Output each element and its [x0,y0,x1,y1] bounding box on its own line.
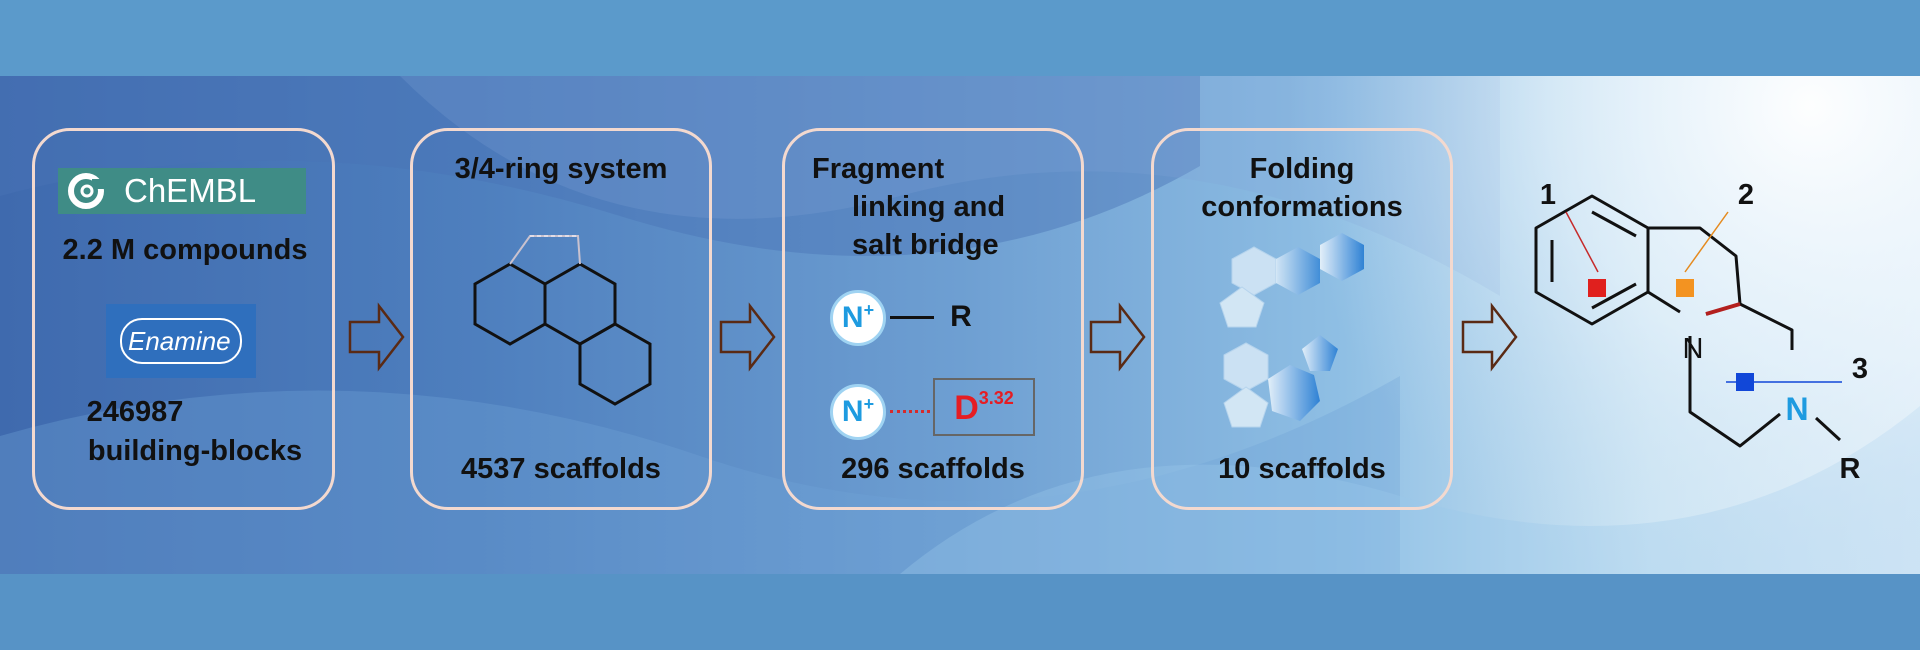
n-plus-sign: + [863,394,875,414]
step4-count: 10 scaffolds [1218,453,1386,485]
arrow-4-icon [1461,302,1518,372]
arrow-1-icon [348,302,405,372]
n-plus-badge-bottom: N+ [830,384,886,440]
aspartate-label: D [954,389,979,427]
bottom-band [0,574,1920,650]
site-marker-3 [1736,373,1754,391]
aspartate-box: D3.32 [933,378,1035,436]
step3-count: 296 scaffolds [841,453,1025,485]
r-group-label: R [950,300,972,333]
step2-panel [410,128,712,510]
blocks-count: 246987 [86,396,184,428]
n-plus-sign: + [863,300,875,320]
scaffold-structure [1534,194,1842,448]
blocks-label: building-blocks [87,435,303,467]
site-label-3: 3 [1851,353,1869,385]
step2-title: 3/4-ring system [454,153,668,185]
aspartate-superscript: 3.32 [978,388,1014,408]
site-marker-1 [1588,279,1606,297]
n-plus-label: N [841,395,864,428]
site-label-1: 1 [1539,179,1557,211]
site-marker-2 [1676,279,1694,297]
step3-title-line1: Fragment [812,153,945,185]
arrow-3-icon [1089,302,1146,372]
salt-bridge-line [890,410,930,413]
chembl-logo: ChEMBL [58,168,306,214]
folding-conformation-icons [1219,233,1364,428]
ring-system-diagram [473,235,652,406]
structure-r-group: R [1839,453,1861,485]
step4-panel [1151,128,1453,510]
step2-count: 4537 scaffolds [461,453,661,485]
ring-nitrogen: N [1682,333,1704,365]
arrow-2-icon [719,302,776,372]
step3-title-line3: salt bridge [852,229,999,261]
chembl-mark-icon [68,173,104,209]
compounds-count: 2.2 M compounds [62,234,308,266]
top-band [0,0,1920,76]
amine-nitrogen: N [1785,391,1809,427]
n-plus-badge-top: N+ [830,290,886,346]
enamine-logo: Enamine [106,304,256,378]
step1-panel [32,128,335,510]
step4-title-line1: Folding [1249,153,1355,185]
step4-title-line2: conformations [1201,191,1403,223]
enamine-logo-text: Enamine [128,326,231,356]
chembl-logo-text: ChEMBL [124,172,257,209]
bond-line [890,316,934,319]
step3-title-line2: linking and [852,191,1006,223]
step3-panel [782,128,1084,510]
site-label-2: 2 [1737,179,1755,211]
n-plus-label: N [841,301,864,334]
enamine-logo-frame [120,318,242,364]
